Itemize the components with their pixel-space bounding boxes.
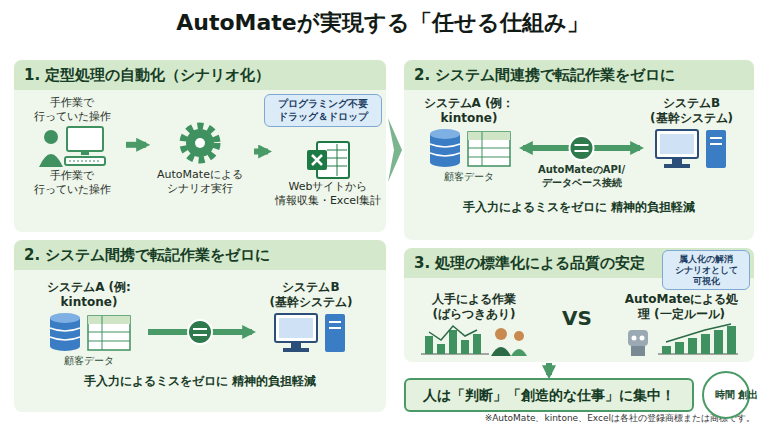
node-text: システムA (例：kintone) [419,96,519,126]
system-b: システムB (基幹システム) [256,280,366,354]
callout-box: 属人化の解消 シナリオとして 可視化 [662,250,750,290]
vs-label: VS [552,306,602,330]
node-text: システムA (例: kintone) [34,280,144,310]
quality-panel: 3. 処理の標準化による品質の安定人手による作業 (ばらつきあり)AutoMat… [404,248,754,362]
node-text: 属人化の解消 シナリオとして 可視化 [667,254,745,286]
icon-picture [175,118,225,168]
system-a: システムA (例: kintone) 顧客データ [34,280,144,367]
node-text: AutoMateによる処理 (一定ルール) [619,292,744,322]
icon-picture [622,322,742,356]
panel-heading: 1. 定型処理の自動化（シナリオ化） [14,60,386,90]
flow-arrow [546,363,552,375]
icon-picture [44,310,134,354]
excel-step: Webサイトから 情報収集・Excel集計 [272,140,384,209]
diagram-title: AutoMateが実現する「任せる仕組み」 [0,8,765,38]
node-text: 顧客データ [419,170,519,183]
result-box: 人は「判断」「創造的な仕事」に集中！時間 創出 [404,378,694,412]
node-text: 手作業で 行っていた操作 [22,96,122,125]
flow-arrow [254,149,268,155]
system-a: システムA (例：kintone) 顧客データ [419,96,519,183]
icon-picture [303,140,353,180]
router-arrows [575,145,589,151]
step-panel: 1. 定型処理の自動化（シナリオ化） 手作業で 行っていた操作手作業で 行っていた… [14,60,386,232]
node-text: 顧客データ [34,354,144,367]
integration-panel: 2. システム間携で転記作業をゼロに手入力によるミスをゼロに 精神的負担軽減 シス… [14,240,386,412]
flow-arrow [148,329,252,335]
callout-box: プログラミング不要 ドラッグ＆ドロップ [264,94,382,127]
node-text: 人は「判断」「創造的な仕事」に集中！ [414,386,684,404]
system-b: システムB (基幹システム) [644,96,739,170]
node-text: 時間 創出 [715,389,737,401]
integration-panel: 2. システム間連携で転記作業をゼロに手入力によるミスをゼロに 精神的負担軽減 シ… [404,60,754,240]
node-text: Webサイトから 情報収集・Excel集計 [272,180,384,209]
trademark-note: ※AutoMate、kintone、Excelは各社の登録商標または商標です。 [330,412,755,425]
flow-arrow [523,145,640,151]
node-text: システムB (基幹システム) [644,96,739,126]
connector-label: AutoMateのAPI/ データベース接続 [522,164,642,189]
router-icon [188,320,212,344]
panel-heading: 2. システム間携で転記作業をゼロに [14,240,386,270]
automate-work: AutoMateによる処理 (一定ルール) [619,292,744,356]
node-text: システムB (基幹システム) [256,280,366,310]
manual-step: 手作業で 行っていた操作手作業で 行っていた操作 [22,96,122,197]
node-text: 手作業で 行っていた操作 [22,169,122,198]
icon-picture [652,126,732,170]
time-badge: 時間 創出 [702,371,750,419]
icon-picture [419,322,529,356]
panel-heading: 2. システム間連携で転記作業をゼロに [404,60,754,90]
node-text: プログラミング不要 ドラッグ＆ドロップ [269,98,377,123]
icon-picture [271,310,351,354]
flow-chevron [388,118,402,182]
panel-note: 手入力によるミスをゼロに 精神的負担軽減 [20,374,380,389]
manual-work: 人手による作業 (ばらつきあり) [414,292,534,356]
router-icon [570,136,594,160]
icon-picture [37,125,107,169]
node-text: AutoMateによる シナリオ実行 [150,168,250,197]
scenario-step: AutoMateによる シナリオ実行 [150,118,250,197]
router-arrows [193,329,207,335]
icon-picture [424,126,514,170]
panel-note: 手入力によるミスをゼロに 精神的負担軽減 [410,200,748,215]
node-text: 人手による作業 (ばらつきあり) [414,292,534,322]
flow-arrow [126,142,146,148]
